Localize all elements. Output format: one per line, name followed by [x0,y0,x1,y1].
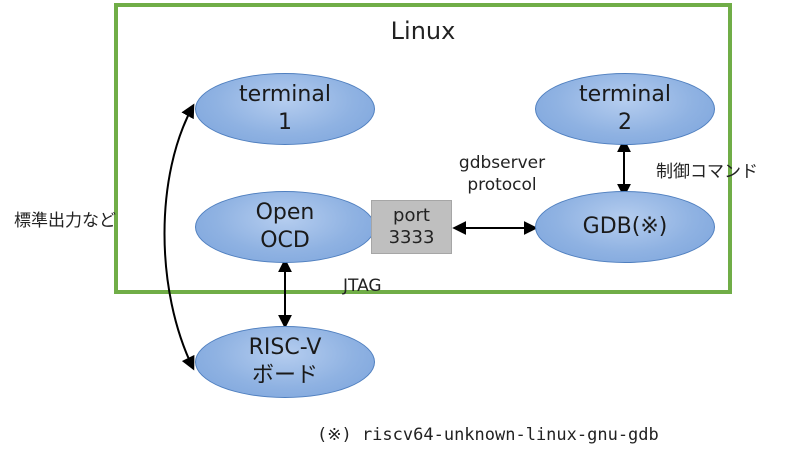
openocd-line2: OCD [260,228,310,253]
terminal-1-node: terminal 1 [195,73,375,145]
terminal-2-line2: 2 [618,110,632,135]
protocol-label-line1: gdbserver [458,153,546,173]
port-box: port 3333 [371,200,452,254]
riscv-line2: ボード [251,363,318,388]
control-label: 制御コマンド [656,162,758,182]
protocol-label: gdbserver protocol [446,152,558,196]
stdout-arrow [163,103,195,371]
gdb-node: GDB(※) [535,191,715,263]
riscv-board-node: RISC-V ボード [195,326,375,398]
footnote: (※) riscv64-unknown-linux-gnu-gdb [317,425,659,445]
terminal-1-line1: terminal [239,82,331,107]
riscv-line1: RISC-V [248,335,322,360]
port-line2: 3333 [388,227,435,248]
jtag-label: JTAG [343,276,382,296]
terminal-2-line1: terminal [579,82,671,107]
openocd-line1: Open [255,200,315,225]
port-line1: port [393,205,430,226]
protocol-label-line2: protocol [467,175,537,195]
openocd-node: Open OCD [195,191,375,263]
gdb-line1: GDB(※) [582,214,668,239]
terminal-2-node: terminal 2 [535,73,715,145]
stdout-label: 標準出力など [14,211,116,231]
frame-title: Linux [390,17,456,45]
linux-frame: Linux [114,3,732,294]
terminal-1-line2: 1 [278,110,292,135]
